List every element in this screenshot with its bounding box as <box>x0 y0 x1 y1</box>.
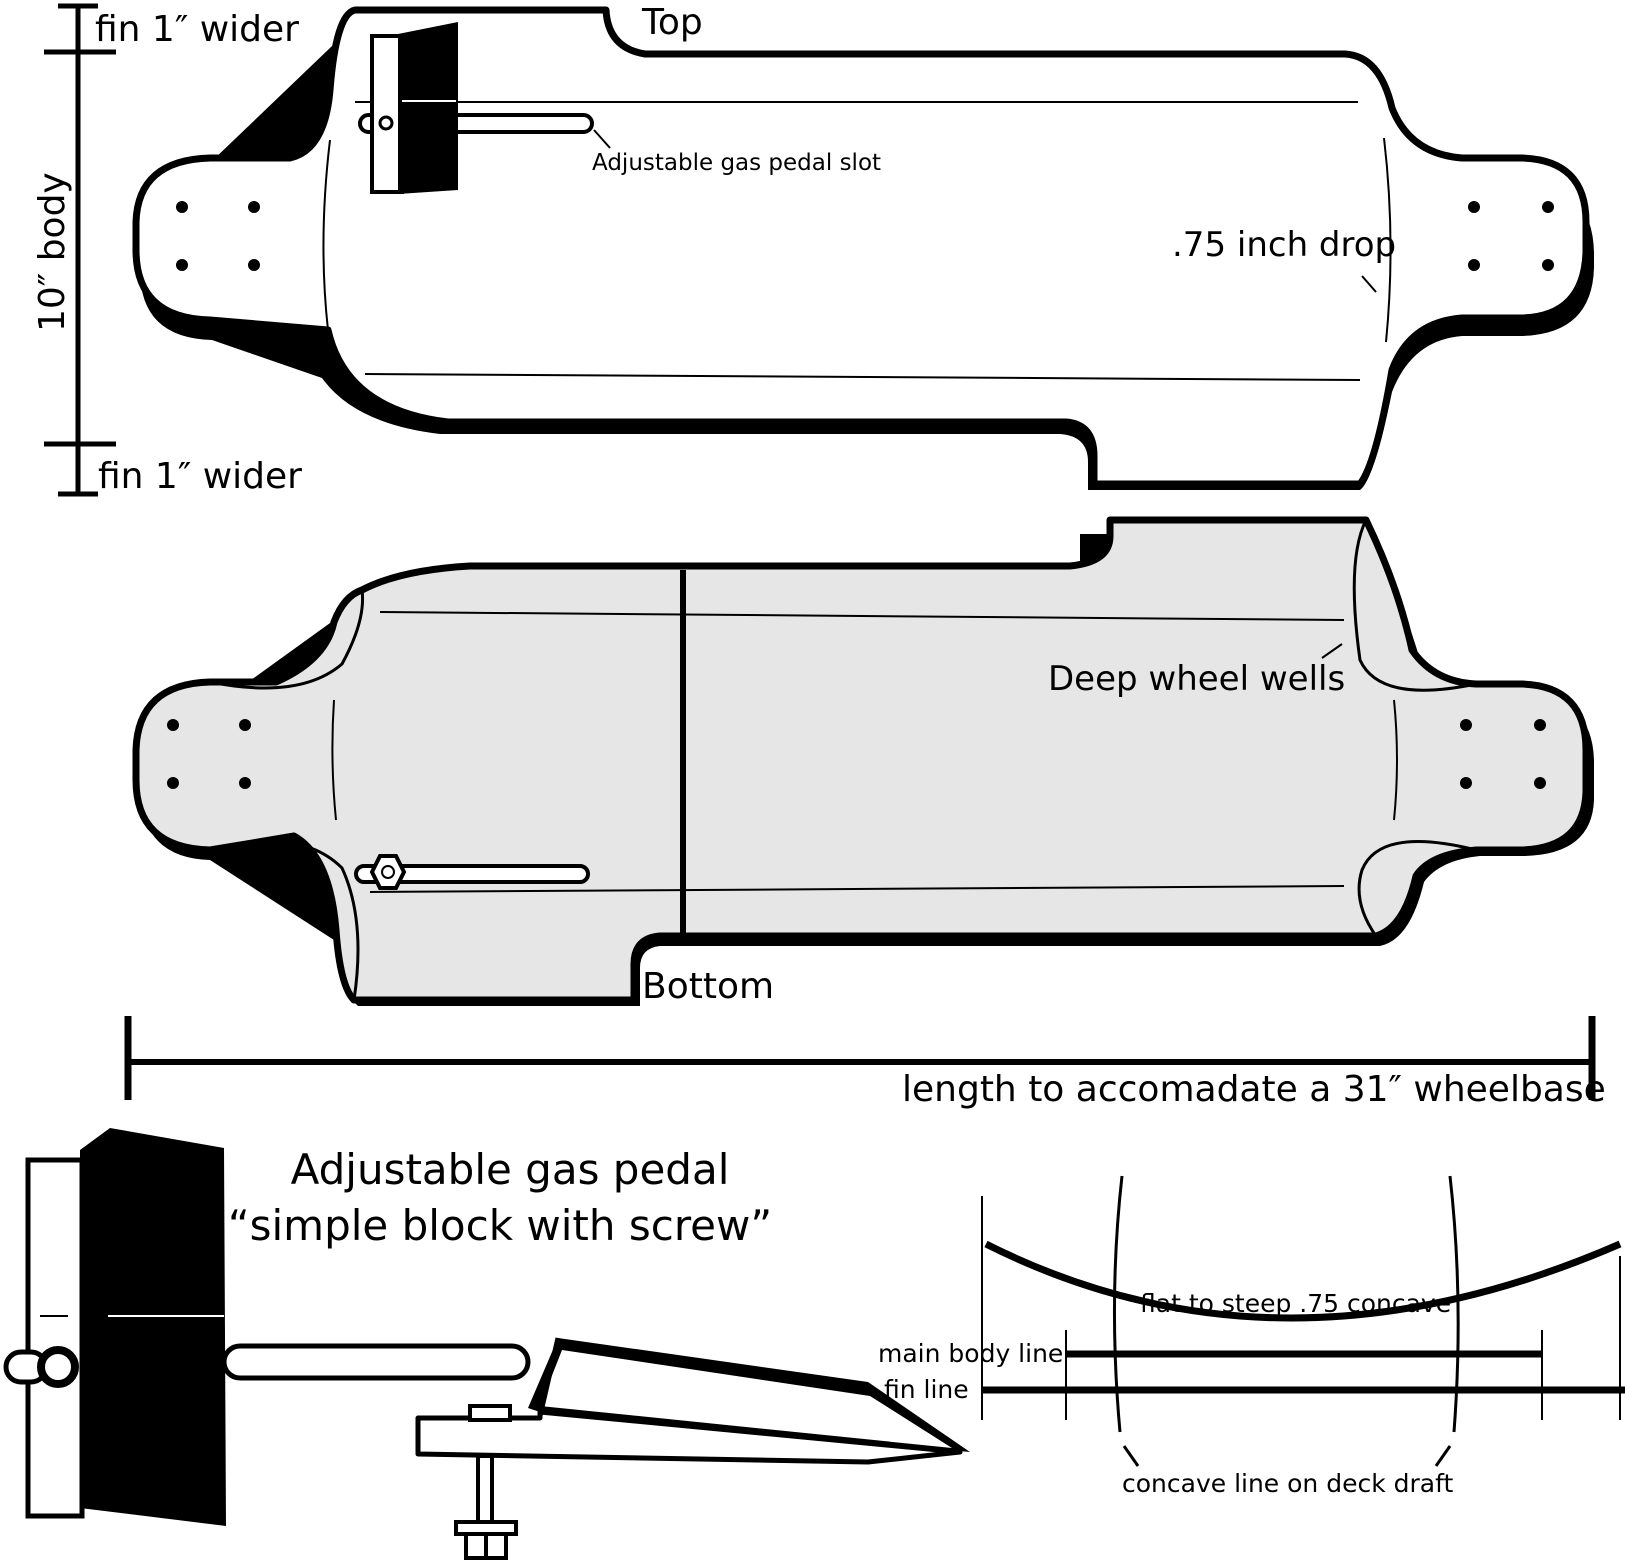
bottom-label: Bottom <box>642 966 774 1007</box>
fin-line-label: fin line <box>884 1375 969 1404</box>
drop-label: .75 inch drop <box>1172 225 1396 265</box>
concave-line-label: concave line on deck draft <box>1122 1469 1453 1498</box>
concave-leader <box>1122 1445 1140 1467</box>
gas-pedal-detail: Adjustable gas pedal “simple block with … <box>3 1128 970 1560</box>
wells-label: Deep wheel wells <box>1048 659 1345 699</box>
bottom-deck-outline <box>132 516 1590 1004</box>
top-deck-view: Top Adjustable gas pedal slot .75 inch d… <box>132 2 1594 490</box>
top-deck-rail-line <box>364 373 1361 381</box>
pedal-screw-icon <box>37 1346 79 1388</box>
concave-curve <box>984 1240 1622 1322</box>
wheelbase-dimension: length to accomadate a 31″ wheelbase <box>124 1016 1606 1110</box>
bottom-wheelwell-left <box>209 589 365 690</box>
concave-cross-section: flat to steep .75 concave main body line… <box>878 1175 1625 1498</box>
bottom-wheelwell-right <box>1352 519 1477 692</box>
wells-leader <box>1321 643 1343 659</box>
pedal-bolt-top <box>468 1404 512 1422</box>
concave-leader <box>1434 1445 1452 1467</box>
bottom-deck-view: Deep wheel wells Bottom <box>132 516 1594 1007</box>
bottom-truck-bolt-holes <box>167 719 1546 789</box>
pedal-subtitle: “simple block with screw” <box>228 1201 772 1250</box>
gas-slot-leader <box>593 129 611 149</box>
pedal-base <box>415 1409 963 1465</box>
body-dimension: fin 1″ wider fin 1″ wider 10″ body <box>32 3 302 497</box>
drop-leader <box>1361 275 1377 293</box>
wheelbase-label: length to accomadate a 31″ wheelbase <box>902 1069 1606 1110</box>
concave-draft-line <box>1448 1175 1460 1433</box>
top-deck-wheelwell-line <box>1383 137 1392 343</box>
body-label: 10″ body <box>32 172 73 332</box>
pedal-title: Adjustable gas pedal <box>291 1145 730 1194</box>
main-body-line-label: main body line <box>878 1339 1063 1368</box>
top-deck-wheelwell-line <box>322 139 331 331</box>
pedal-rod <box>221 1343 531 1381</box>
pedal-wedge-outline <box>537 1337 561 1417</box>
truck-bolt-holes <box>176 201 1554 271</box>
bottom-wheelwell-left <box>209 839 360 1001</box>
concave-label: flat to steep .75 concave <box>1140 1289 1451 1318</box>
bottom-wheelwell-line <box>331 699 337 821</box>
pedal-plate <box>25 1157 85 1519</box>
concave-draft-line <box>1112 1175 1124 1433</box>
bottom-rail-line <box>379 611 1345 621</box>
pedal-block <box>80 1128 226 1526</box>
top-label: Top <box>641 2 703 43</box>
bottom-rail-line <box>369 885 1345 893</box>
fin-top-label: fin 1″ wider <box>95 9 299 50</box>
bottom-wheelwell-right <box>1357 840 1477 937</box>
gas-pedal-block-small <box>370 22 458 194</box>
gas-slot-label: Adjustable gas pedal slot <box>592 150 881 176</box>
bottom-wheelwell-line <box>1393 699 1398 821</box>
pedal-wedge-face <box>540 1350 952 1448</box>
fin-bottom-label: fin 1″ wider <box>98 456 302 497</box>
bottom-gas-slot <box>354 854 590 890</box>
